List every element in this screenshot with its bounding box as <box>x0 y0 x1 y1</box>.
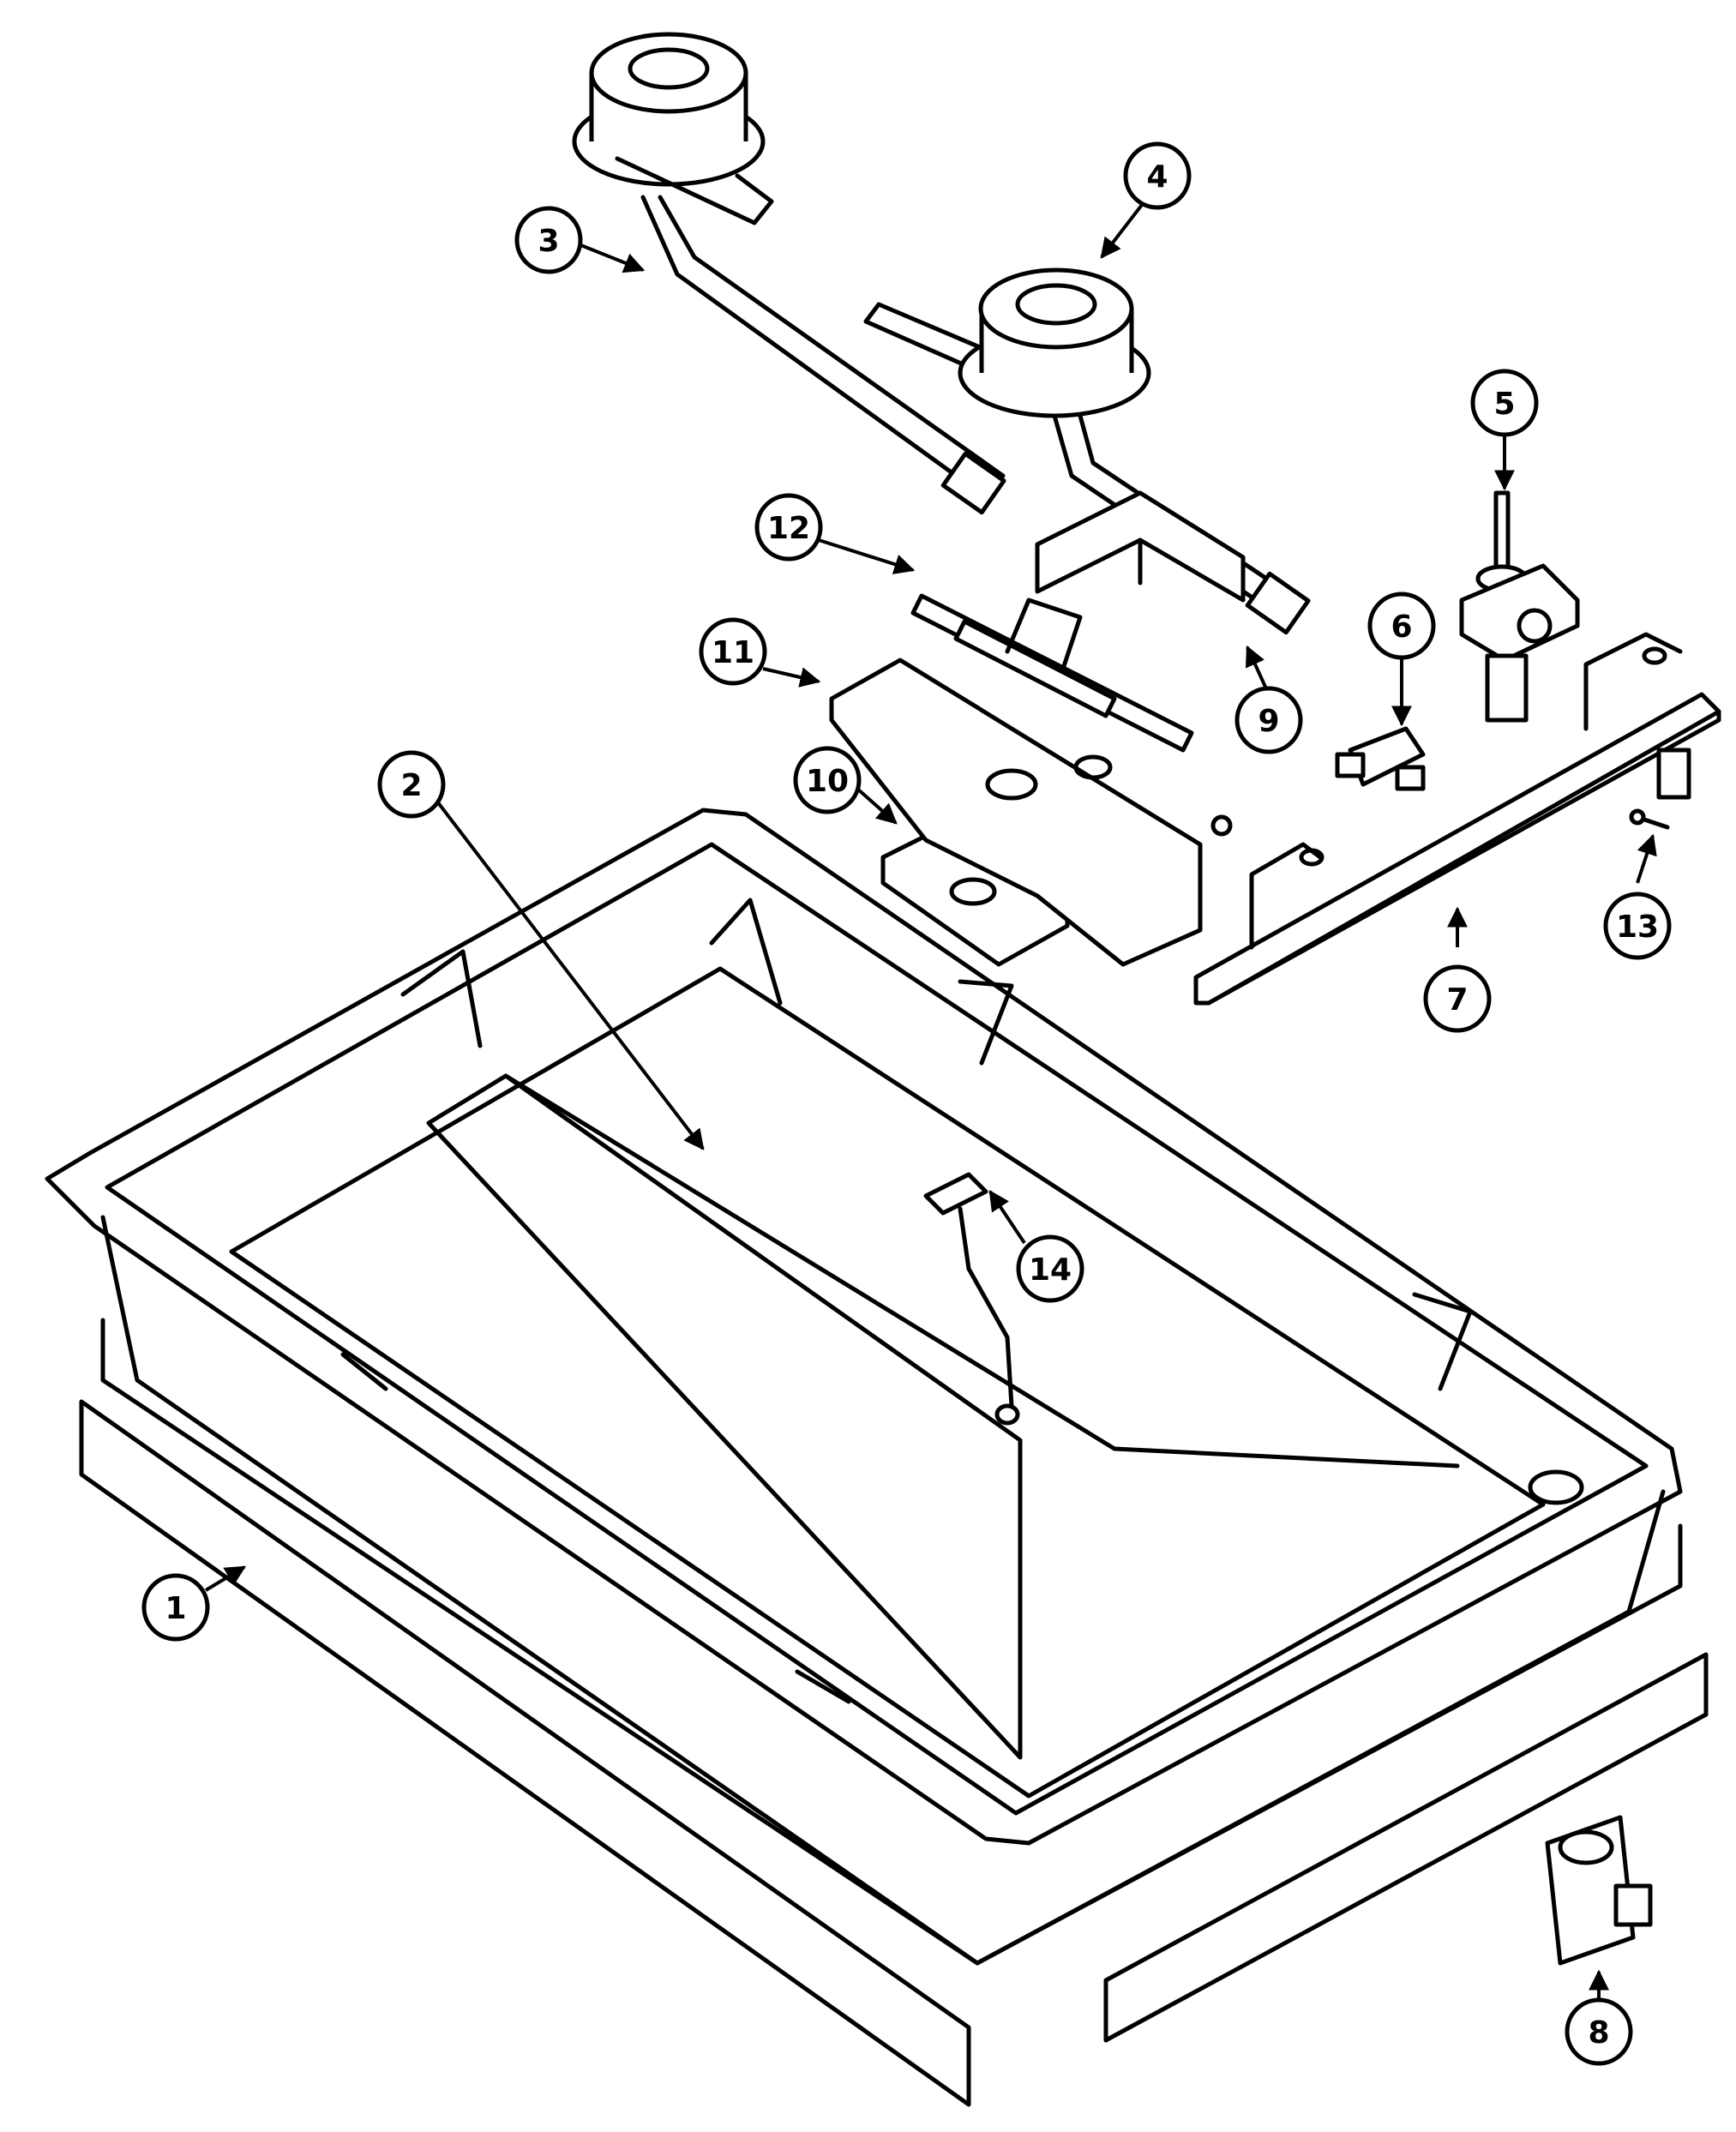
callout-3[interactable]: 3 <box>514 206 583 274</box>
svg-text:6: 6 <box>1391 610 1412 645</box>
svg-text:12: 12 <box>767 511 810 546</box>
svg-text:8: 8 <box>1588 2015 1609 2051</box>
burner-left <box>572 32 1006 515</box>
callout-2[interactable]: 2 <box>377 750 446 819</box>
burner-right <box>863 267 1311 635</box>
leader-lines <box>204 200 1657 2002</box>
callout-4[interactable]: 4 <box>1123 141 1192 210</box>
svg-text:9: 9 <box>1258 704 1279 739</box>
callout-10[interactable]: 10 <box>793 746 862 814</box>
callout-9[interactable]: 9 <box>1234 686 1303 754</box>
svg-text:1: 1 <box>165 1591 186 1626</box>
screw <box>1629 808 1670 830</box>
svg-text:11: 11 <box>712 635 754 670</box>
gas-valve <box>1459 490 1580 723</box>
svg-text:13: 13 <box>1616 910 1659 945</box>
svg-text:7: 7 <box>1446 982 1468 1018</box>
callout-7[interactable]: 7 <box>1423 964 1492 1033</box>
svg-text:2: 2 <box>400 768 422 803</box>
callout-11[interactable]: 11 <box>699 617 767 686</box>
callout-8[interactable]: 8 <box>1565 1997 1633 2066</box>
burner-bracket <box>1035 490 1246 603</box>
callout-1[interactable]: 1 <box>141 1573 210 1642</box>
svg-text:14: 14 <box>1029 1252 1072 1288</box>
svg-text:10: 10 <box>806 764 849 799</box>
cooktop-pan <box>45 808 1683 1966</box>
callout-12[interactable]: 12 <box>754 493 823 562</box>
crossover-tube <box>910 593 1194 753</box>
callout-14[interactable]: 14 <box>1016 1234 1084 1303</box>
ground-wire <box>923 1172 1020 1426</box>
orifice-fitting <box>1335 726 1426 791</box>
gas-manifold <box>1193 632 1721 1006</box>
callout-6[interactable]: 6 <box>1367 592 1436 660</box>
callout-13[interactable]: 13 <box>1603 892 1672 960</box>
svg-text:4: 4 <box>1146 159 1168 195</box>
support-bracket <box>829 658 1233 967</box>
pressure-regulator <box>1545 1815 1653 1966</box>
callouts: 1 2 3 4 5 6 7 8 <box>141 141 1672 2066</box>
callout-5[interactable]: 5 <box>1470 369 1539 437</box>
svg-text:5: 5 <box>1493 387 1515 422</box>
svg-text:3: 3 <box>538 224 559 259</box>
